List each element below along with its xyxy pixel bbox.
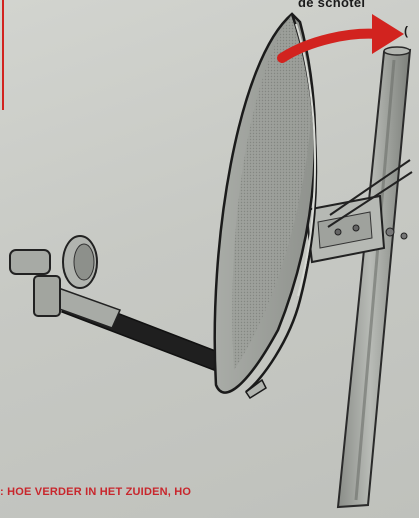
feed-arm	[40, 285, 218, 370]
bottom-caption: : HOE VERDER IN HET ZUIDEN, HO	[0, 486, 191, 498]
satellite-dish-icon	[215, 14, 316, 398]
mounting-pole-icon	[338, 47, 410, 507]
